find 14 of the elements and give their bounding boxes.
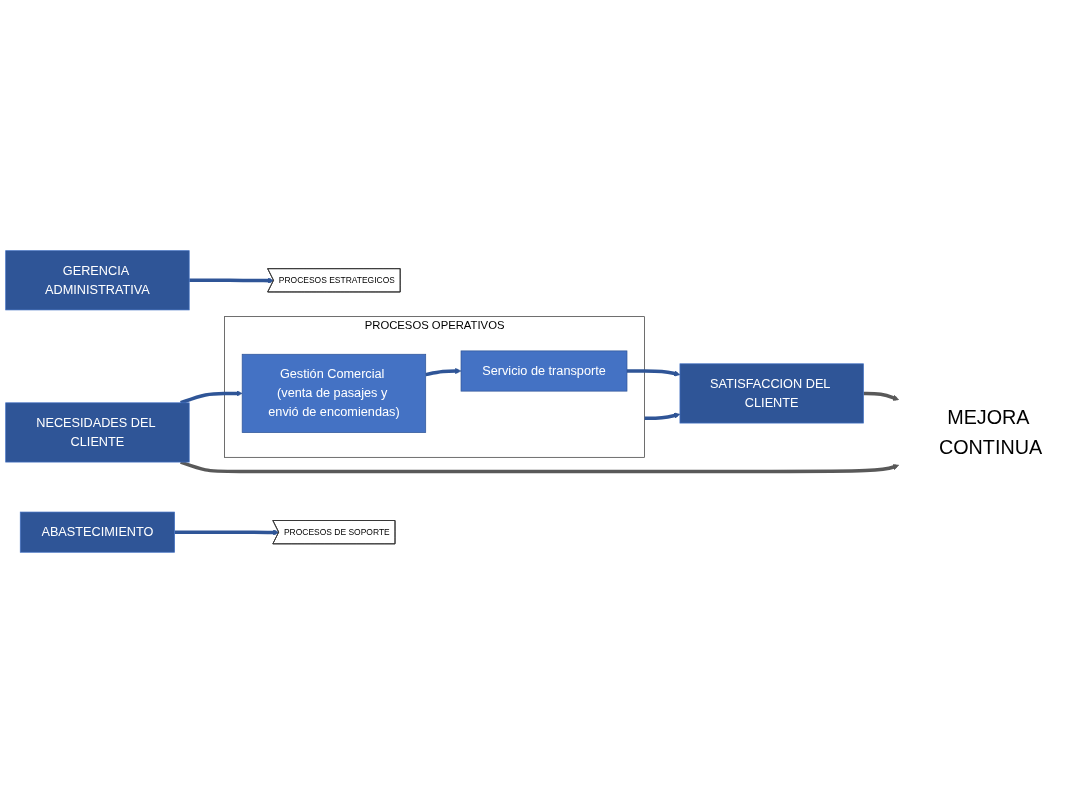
arrow xyxy=(644,412,681,420)
node-box: ABASTECIMIENTO xyxy=(19,511,175,553)
node-box: Gestión Comercial (venta de pasajes y envió de encomiendas) xyxy=(241,353,427,433)
node-box: GERENCIA ADMINISTRATIVA xyxy=(5,249,190,310)
arrow xyxy=(180,389,243,404)
arrow xyxy=(425,367,462,376)
node-box: Servicio de transporte xyxy=(460,350,628,392)
node-box: NECESIDADES DEL CLIENTE xyxy=(5,401,190,462)
arrow xyxy=(863,391,900,401)
arrow xyxy=(174,528,280,536)
arrow xyxy=(189,277,275,284)
arrow xyxy=(627,368,681,377)
node-box: SATISFACCION DEL CLIENTE xyxy=(679,362,864,423)
node-text: MEJORA CONTINUA xyxy=(938,405,1043,458)
